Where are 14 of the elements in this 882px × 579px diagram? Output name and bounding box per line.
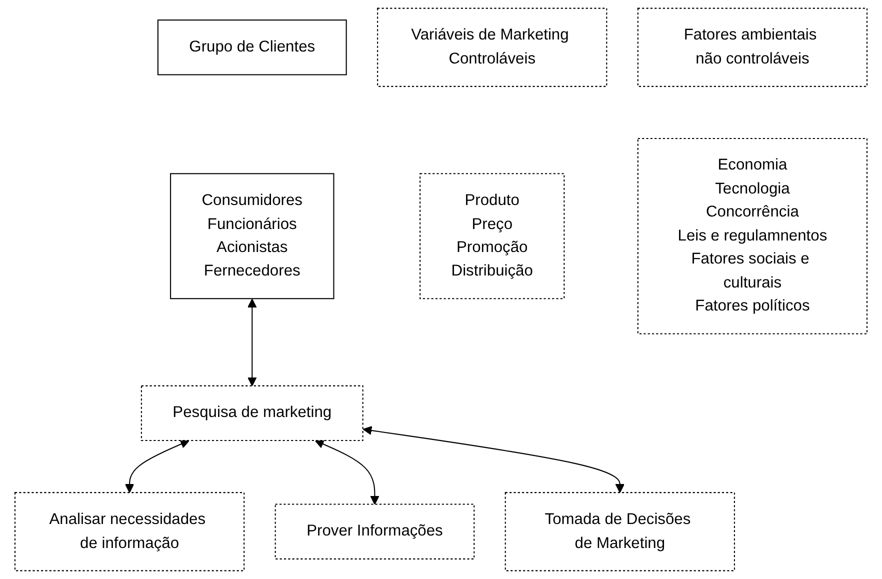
node-box: Pesquisa de marketing xyxy=(140,385,364,442)
node-box: Produto Preço Promoção Distribuição xyxy=(420,173,565,300)
arrow xyxy=(124,440,190,493)
arrow xyxy=(248,298,257,386)
node-box: Fatores ambientais não controláveis xyxy=(637,8,868,87)
node-box: Tomada de Decisões de Marketing xyxy=(504,492,735,572)
node-box: Consumidores Funcionários Acionistas Fernecedores xyxy=(170,173,334,300)
node-box: Grupo de Clientes xyxy=(157,20,347,76)
arrow xyxy=(314,440,380,505)
node-box: Analisar necessidades de informação xyxy=(14,492,245,572)
node-box: Prover Informações xyxy=(274,504,475,560)
node-box: Economia Tecnologia Concorrência Leis e regulamnentos Fatores sociais e culturais Fatores políticos xyxy=(637,138,868,334)
arrow xyxy=(362,426,624,493)
node-box: Variáveis de Marketing Controláveis xyxy=(377,8,608,87)
